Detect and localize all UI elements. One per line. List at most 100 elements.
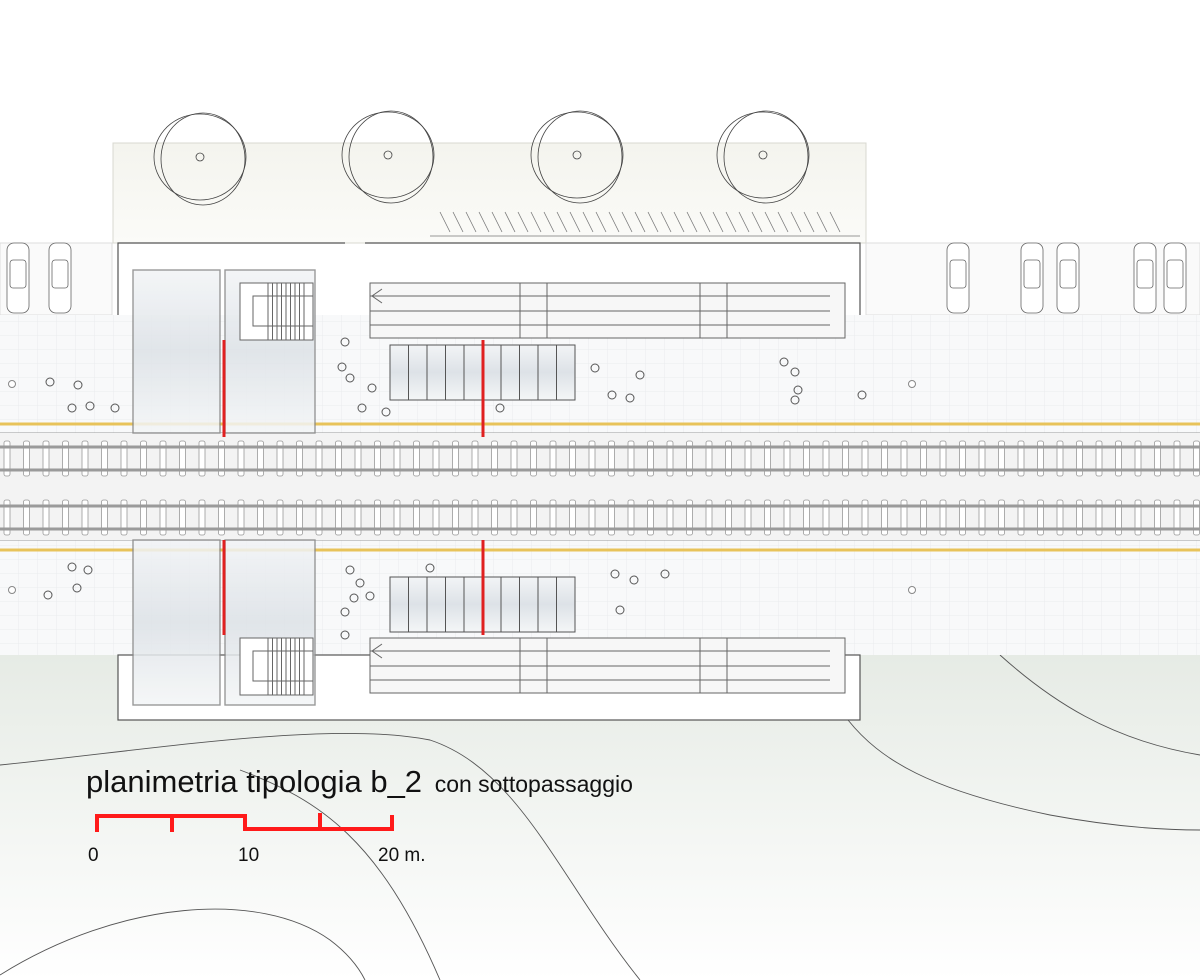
bike: [829, 211, 841, 233]
tree-canopy: [530, 111, 624, 199]
person-icon: [607, 390, 617, 400]
sleeper: [1134, 440, 1142, 477]
sleeper: [1173, 440, 1181, 477]
sleeper: [257, 440, 264, 477]
sleeper: [1056, 440, 1064, 477]
sleeper: [315, 499, 323, 536]
sleeper: [140, 499, 147, 536]
sleeper: [413, 499, 420, 536]
bike: [491, 211, 503, 233]
sleeper: [81, 440, 89, 477]
bike: [504, 211, 516, 233]
person-icon: [340, 630, 350, 640]
stairs: [239, 282, 314, 696]
bike: [647, 211, 659, 233]
person-icon: [349, 593, 359, 603]
sleeper: [783, 499, 791, 536]
tree-canopy: [341, 111, 435, 199]
sleeper: [315, 440, 323, 477]
sleeper: [374, 499, 381, 536]
sleeper: [842, 440, 849, 477]
bike: [764, 211, 776, 233]
sleeper: [3, 499, 11, 536]
person-icon: [381, 407, 391, 417]
sleeper: [296, 440, 303, 477]
drawing-title: planimetria tipologia b_2 con sottopassa…: [86, 764, 633, 800]
sleeper: [530, 440, 537, 477]
sleeper: [900, 499, 908, 536]
scale-label-0: 0: [88, 845, 99, 866]
person-icon: [590, 363, 600, 373]
sleeper: [900, 440, 908, 477]
sleeper: [1037, 440, 1044, 477]
sleeper: [218, 499, 225, 536]
sleeper: [3, 440, 11, 477]
bike: [478, 211, 490, 233]
bike: [790, 211, 802, 233]
bike: [517, 211, 529, 233]
sleeper: [998, 499, 1005, 536]
person-icon: [72, 583, 82, 593]
sleeper: [783, 440, 791, 477]
sleeper: [608, 440, 615, 477]
person-icon: [629, 575, 639, 585]
sleeper: [959, 499, 966, 536]
scale-bar: [95, 813, 394, 832]
sleeper: [627, 440, 635, 477]
sleeper: [686, 499, 693, 536]
sleeper: [588, 440, 596, 477]
sleeper: [549, 499, 557, 536]
sleeper: [861, 440, 869, 477]
sleeper: [471, 499, 479, 536]
sleeper: [1115, 499, 1122, 536]
sleeper: [530, 499, 537, 536]
sleeper: [159, 499, 167, 536]
sleeper: [744, 440, 752, 477]
sleeper: [608, 499, 615, 536]
sleeper: [920, 440, 927, 477]
sleeper: [198, 440, 206, 477]
sleeper: [62, 440, 69, 477]
bike: [673, 211, 685, 233]
sleeper: [666, 499, 674, 536]
sleeper: [23, 499, 30, 536]
person-icon: [345, 373, 355, 383]
sleeper: [822, 440, 830, 477]
sleeper: [335, 440, 342, 477]
person-icon: [365, 591, 375, 601]
person-icon: [793, 385, 803, 395]
sleeper: [725, 440, 732, 477]
lamp-posts: [8, 380, 916, 594]
person-icon: [425, 563, 435, 573]
sleeper: [959, 440, 966, 477]
sleeper: [198, 499, 206, 536]
sleeper: [432, 440, 440, 477]
bike: [465, 211, 477, 233]
sleeper: [510, 440, 518, 477]
sleeper: [705, 440, 713, 477]
sleeper: [744, 499, 752, 536]
sleeper: [62, 499, 69, 536]
person-icon: [790, 395, 800, 405]
sleeper: [218, 440, 225, 477]
glass-enclosures: [132, 269, 316, 706]
person-icon: [615, 605, 625, 615]
sleeper: [588, 499, 596, 536]
bike: [556, 211, 568, 233]
sleeper: [1154, 440, 1161, 477]
sleeper: [101, 440, 108, 477]
sleeper: [354, 499, 362, 536]
bike: [543, 211, 555, 233]
person-icon: [345, 565, 355, 575]
sleeper: [1173, 499, 1181, 536]
bike: [738, 211, 750, 233]
sleeper: [1115, 440, 1122, 477]
person-icon: [857, 390, 867, 400]
person-icon: [67, 562, 77, 572]
person-icon: [367, 383, 377, 393]
sleeper: [23, 440, 30, 477]
person-icon: [625, 393, 635, 403]
sleeper: [120, 440, 128, 477]
people-figures: [43, 337, 867, 640]
